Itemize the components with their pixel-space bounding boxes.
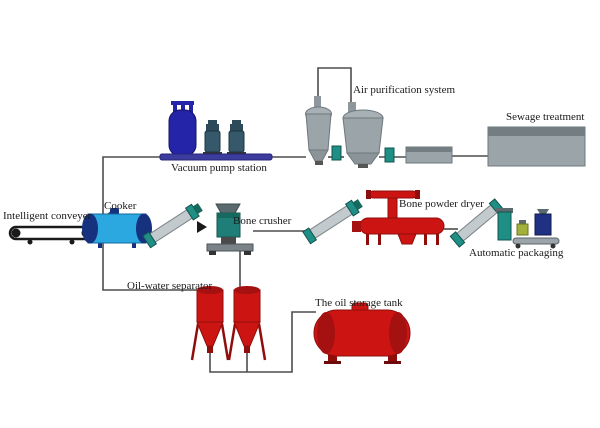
bone-crusher-machine: [206, 203, 254, 255]
conveyor-roller-left: [11, 228, 21, 238]
oil-storage-tank-vessel: [313, 302, 411, 364]
automatic-packaging-machines: [496, 208, 560, 249]
sewage-treatment-tank: [487, 126, 586, 167]
air-purification-system-label: Air purification system: [353, 84, 456, 96]
sewage-treatment-label: Sewage treatment: [506, 111, 585, 123]
oil-storage-tank-label: The oil storage tank: [315, 297, 403, 309]
bone-powder-dryer-label: Bone powder dryer: [399, 198, 484, 210]
bone-crusher-label: Bone crusher: [233, 215, 292, 227]
oil-water-separator-label: Oil-water separator: [127, 280, 213, 292]
vacuum-manifold-pipe: [159, 153, 273, 161]
intelligent-conveyer: [8, 225, 94, 245]
screw-conveyor-2: [302, 199, 363, 245]
screw-conveyor-3: [449, 198, 505, 248]
flow-arrow: [197, 221, 207, 233]
vacuum-pump-station-label: Vacuum pump station: [171, 162, 267, 174]
cooker-tank: [82, 208, 152, 248]
oil-water-separator-hoppers: [190, 286, 267, 361]
screw-conveyor-1: [142, 203, 203, 249]
cooker-label: Cooker: [104, 200, 137, 212]
intelligent-conveyer-label: Intelligent conveyer: [3, 210, 92, 222]
air-purification-towers: [305, 96, 395, 168]
transfer-tank: [405, 146, 453, 164]
automatic-packaging-label: Automatic packaging: [469, 247, 564, 259]
bone-powder-dryer-machine: [352, 190, 445, 245]
vacuum-pump-station-unit: [159, 101, 273, 161]
